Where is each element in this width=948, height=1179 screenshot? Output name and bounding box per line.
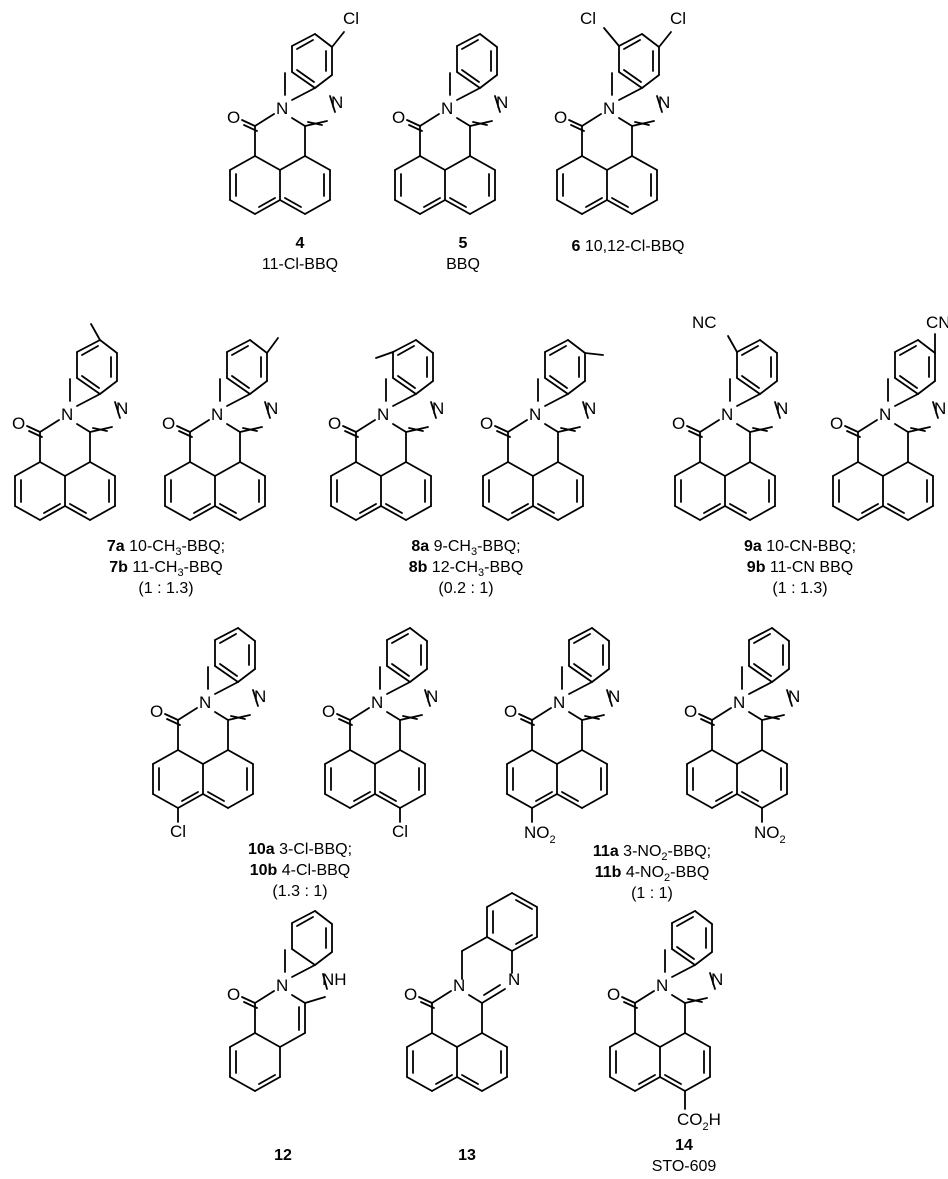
structure-13: N O N [404, 892, 538, 1092]
label-11: 11a 3-NO2-BBQ; 11b 4-NO2-BBQ (1 : 1) [593, 843, 711, 902]
chlorine-substituent: Cl [343, 9, 359, 28]
svg-text:BBQ: BBQ [446, 256, 480, 273]
label-10: 10a 3-Cl-BBQ; 10b 4-Cl-BBQ (1.3 : 1) [248, 841, 352, 900]
structure-11a: NO2 [504, 627, 621, 846]
structure-8b [480, 339, 604, 521]
structure-10a: Cl [150, 627, 267, 841]
svg-text:5: 5 [459, 235, 468, 252]
svg-text:9b 11-CN BBQ: 9b 11-CN BBQ [747, 559, 853, 576]
svg-text:8a 9-CH3-BBQ;: 8a 9-CH3-BBQ; [411, 538, 520, 558]
chlorine-substituent: Cl [580, 9, 596, 28]
carboxylic-acid-group: CO2H [677, 1110, 721, 1133]
svg-text:(0.2 : 1): (0.2 : 1) [438, 580, 493, 597]
svg-text:10b 4-Cl-BBQ: 10b 4-Cl-BBQ [250, 862, 350, 879]
chlorine-substituent: Cl [670, 9, 686, 28]
structure-8a [328, 339, 445, 521]
structure-7b [162, 337, 279, 521]
structure-10b: Cl [322, 627, 439, 841]
oxygen-atom: O [404, 985, 417, 1004]
svg-text:8b 12-CH3-BBQ: 8b 12-CH3-BBQ [409, 559, 524, 579]
structure-14: CO2H [607, 910, 724, 1133]
svg-text:12: 12 [274, 1147, 292, 1164]
label-7: 7a 10-CH3-BBQ; 7b 11-CH3-BBQ (1 : 1.3) [107, 538, 225, 597]
nitro-substituent: NO2 [754, 823, 786, 846]
structure-9a: NC [672, 313, 789, 521]
label-14: 14 STO-609 [652, 1137, 717, 1175]
chlorine-substituent: Cl [392, 822, 408, 841]
svg-text:6 10,12-Cl-BBQ: 6 10,12-Cl-BBQ [572, 238, 685, 255]
nitrogen-atom: N [453, 976, 465, 995]
label-4: 4 11-Cl-BBQ [262, 235, 338, 273]
oxygen-atom: O [227, 985, 240, 1004]
structure-9b: CN [830, 313, 948, 521]
structure-11b: NO2 [684, 627, 801, 846]
structure-7a [12, 323, 129, 521]
label-9: 9a 10-CN-BBQ; 9b 11-CN BBQ (1 : 1.3) [744, 538, 856, 597]
structure-6: Cl Cl [554, 9, 686, 215]
structure-5 [392, 33, 509, 215]
structure-12: O N NH [227, 910, 347, 1092]
svg-text:13: 13 [458, 1147, 476, 1164]
label-8: 8a 9-CH3-BBQ; 8b 12-CH3-BBQ (0.2 : 1) [409, 538, 524, 597]
nitrogen-atom: N [276, 976, 288, 995]
structure-4: Cl [227, 9, 359, 215]
label-12: 12 [274, 1147, 292, 1164]
svg-text:(1 : 1.3): (1 : 1.3) [772, 580, 827, 597]
svg-text:11a 3-NO2-BBQ;: 11a 3-NO2-BBQ; [593, 843, 711, 863]
svg-text:(1.3 : 1): (1.3 : 1) [272, 883, 327, 900]
svg-text:STO-609: STO-609 [652, 1158, 717, 1175]
cyano-substituent: CN [926, 313, 948, 332]
svg-text:7a 10-CH3-BBQ;: 7a 10-CH3-BBQ; [107, 538, 225, 558]
label-6: 6 10,12-Cl-BBQ [572, 238, 685, 255]
svg-text:11b 4-NO2-BBQ: 11b 4-NO2-BBQ [595, 864, 710, 884]
chlorine-substituent: Cl [170, 822, 186, 841]
svg-text:14: 14 [675, 1137, 693, 1154]
svg-text:10a 3-Cl-BBQ;: 10a 3-Cl-BBQ; [248, 841, 352, 858]
nitro-substituent: NO2 [524, 823, 556, 846]
amine-nh-group: NH [322, 970, 347, 989]
label-13: 13 [458, 1147, 476, 1164]
svg-text:(1 : 1.3): (1 : 1.3) [138, 580, 193, 597]
svg-text:7b 11-CH3-BBQ: 7b 11-CH3-BBQ [109, 559, 222, 579]
svg-text:11-Cl-BBQ: 11-Cl-BBQ [262, 256, 338, 273]
svg-text:4: 4 [296, 235, 305, 252]
label-5: 5 BBQ [446, 235, 480, 273]
nitrogen-atom: N [508, 970, 520, 989]
svg-text:9a 10-CN-BBQ;: 9a 10-CN-BBQ; [744, 538, 856, 555]
svg-text:(1 : 1): (1 : 1) [631, 885, 673, 902]
cyano-substituent: NC [692, 313, 717, 332]
